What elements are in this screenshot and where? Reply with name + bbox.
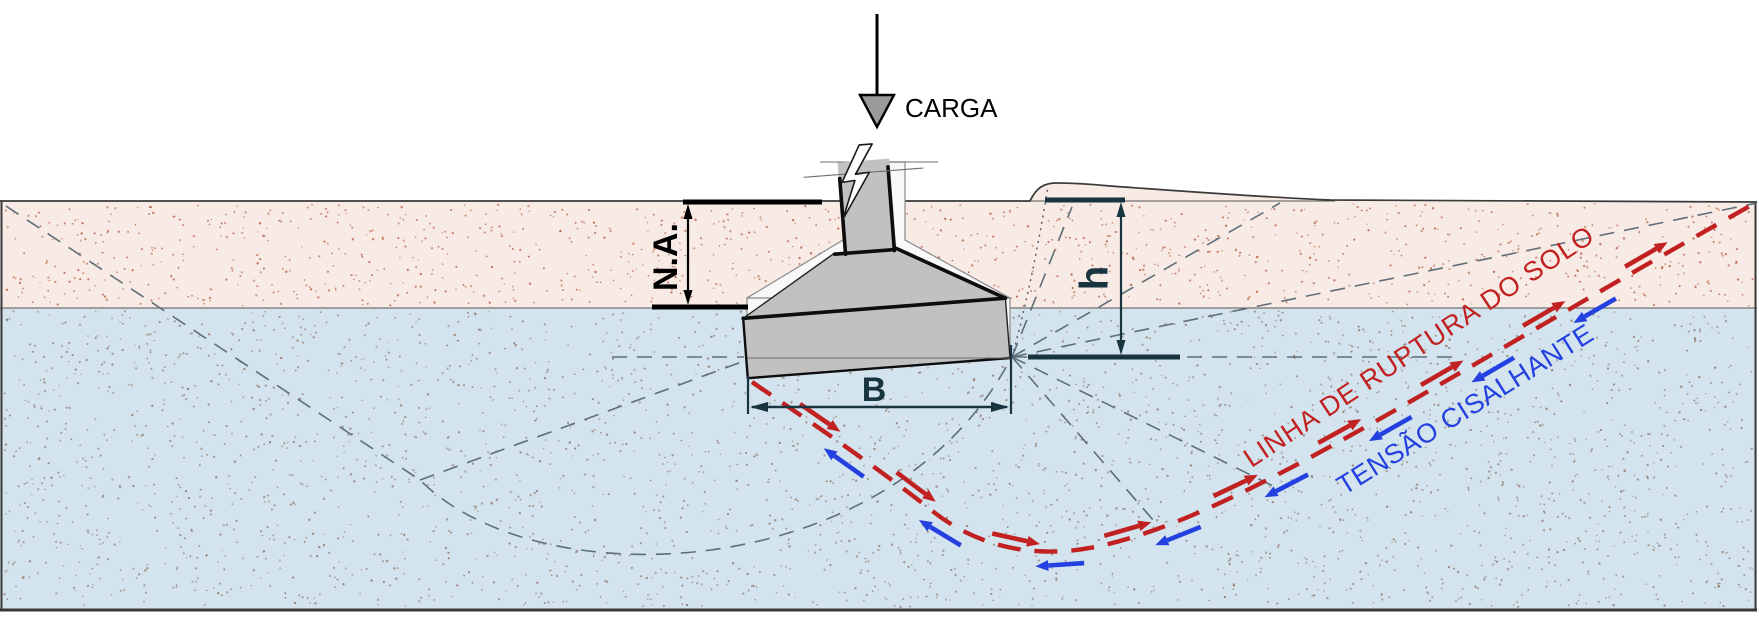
depth-label: h <box>1073 266 1117 290</box>
na-arrow-down <box>683 290 693 305</box>
construction-lines <box>5 185 1758 556</box>
slab-left-edge <box>741 317 749 380</box>
radius-line-steep-up <box>1011 206 1073 358</box>
h-arrow-down <box>1116 340 1126 355</box>
b-arrow-right <box>991 402 1009 412</box>
h-arrow-up <box>1116 202 1126 217</box>
footing-column <box>837 158 897 257</box>
ground-surface-line <box>0 182 1758 203</box>
trapezoid-left-shoulder <box>742 252 835 319</box>
slab-bottom-edge <box>746 356 1012 380</box>
column-left-edge <box>837 176 848 257</box>
b-arrow-left <box>750 402 768 412</box>
column-break-symbol <box>841 143 873 221</box>
water-level-dimension: N.A. <box>647 199 822 310</box>
shear-couple-arrows <box>798 242 1668 571</box>
passive-wedge-line <box>1011 202 1758 358</box>
slab-top-edge <box>741 296 1008 321</box>
load-arrow: CARGA <box>858 14 998 130</box>
na-arrow-up <box>683 204 693 219</box>
load-arrowhead-icon <box>858 93 896 130</box>
depth-dimension: h <box>1028 197 1180 360</box>
trapezoid-right-shoulder <box>894 246 1008 300</box>
footing-body <box>743 248 1010 379</box>
width-dimension: B <box>746 345 1013 414</box>
mirrored-radius-line <box>419 359 748 481</box>
mirrored-rupture-line <box>5 205 1011 556</box>
column-right-edge <box>886 164 897 253</box>
radius-line-down-2 <box>1011 356 1161 529</box>
radius-line-mid-up <box>1011 202 1281 358</box>
soil-rupture-line <box>750 200 1759 554</box>
water-level-label: N.A. <box>647 223 685 291</box>
slab-right-edge <box>1004 298 1011 359</box>
tilted-footing <box>741 143 1012 380</box>
footing-width-label: B <box>862 371 887 409</box>
load-label: CARGA <box>905 93 998 123</box>
